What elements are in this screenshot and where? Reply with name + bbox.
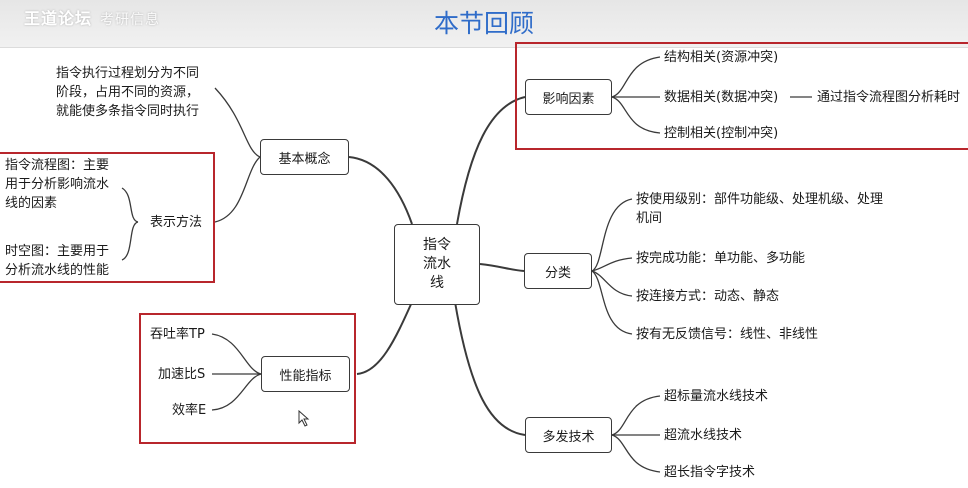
edge-classify-2 [591, 257, 633, 272]
node-representation: 表示方法 [150, 215, 203, 230]
edge-multi-1 [611, 395, 661, 436]
perf-throughput: 吞吐率TP [150, 327, 205, 342]
edge-multi-3 [611, 434, 661, 473]
center-line-3: 线 [430, 275, 444, 291]
multi-superscalar: 超标量流水线技术 [664, 389, 769, 404]
repr-space-time-diagram: 时空图：主要用于 分析流水线的性能 [5, 242, 109, 280]
edge-factors-struct [611, 56, 661, 98]
classify-by-function: 按完成功能：单功能、多功能 [636, 251, 806, 266]
top-bar: 王道论坛考研信息 本节回顾 [0, 0, 968, 48]
edge-center-classify [479, 263, 525, 272]
center-node-pipeline: 指令 流水 线 [394, 224, 480, 305]
center-line-2: 流水 [423, 256, 451, 272]
highlight-representation [0, 152, 215, 283]
edge-classify-3 [591, 270, 633, 297]
edge-center-multi [454, 301, 526, 436]
classify-by-level: 按使用级别：部件功能级、处理机级、处理机间 [636, 192, 884, 226]
watermark-main: 王道论坛 [24, 9, 93, 28]
watermark: 王道论坛考研信息 [24, 5, 160, 29]
flow-line-3: 线的因素 [5, 196, 58, 211]
spacetime-line-2: 分析流水线的性能 [5, 263, 110, 278]
factor-control: 控制相关(控制冲突) [664, 126, 779, 141]
node-basic-concept: 基本概念 [260, 139, 349, 175]
edge-center-perf [356, 301, 413, 375]
node-classification: 分类 [524, 253, 592, 289]
node-multi-issue: 多发技术 [525, 417, 612, 453]
repr-flow-diagram: 指令流程图：主要 用于分析影响流水 线的因素 [5, 156, 109, 213]
page-title: 本节回顾 [433, 9, 534, 38]
edge-perf-e [211, 373, 262, 411]
basic-desc-line-3: 就能使多条指令同时执行 [56, 104, 200, 119]
edge-center-basic [348, 156, 413, 225]
node-performance: 性能指标 [261, 356, 350, 392]
basic-desc-line-1: 指令执行过程划分为不同 [56, 66, 200, 81]
edge-classify-4 [591, 270, 633, 335]
factor-data-note: 通过指令流程图分析耗时 [817, 90, 961, 105]
watermark-sub: 考研信息 [100, 12, 161, 28]
spacetime-line-1: 时空图：主要用于 [5, 244, 110, 259]
highlight-performance [139, 313, 356, 444]
classify-by-feedback: 按有无反馈信号：线性、非线性 [636, 327, 819, 342]
factor-structural: 结构相关(资源冲突) [664, 50, 779, 65]
basic-desc-line-2: 阶段，占用不同的资源， [56, 85, 200, 100]
classify-by-connection: 按连接方式：动态、静态 [636, 289, 780, 304]
flow-line-1: 指令流程图：主要 [5, 158, 110, 173]
perf-efficiency: 效率E [172, 403, 207, 418]
center-line-1: 指令 [423, 237, 451, 253]
edge-center-factors [456, 96, 526, 225]
multi-superpipeline: 超流水线技术 [664, 428, 743, 443]
flow-line-2: 用于分析影响流水 [5, 177, 110, 192]
factor-data: 数据相关(数据冲突) [664, 90, 779, 105]
edge-repr-spacetime [121, 221, 139, 261]
edge-repr-flow [121, 187, 139, 223]
perf-speedup: 加速比S [158, 367, 206, 382]
multi-vliw: 超长指令字技术 [664, 465, 756, 480]
mouse-cursor-icon [298, 410, 310, 427]
edge-classify-1 [591, 198, 633, 272]
edge-factors-control [611, 96, 661, 134]
edge-basic-repr [214, 156, 261, 223]
edge-perf-tp [211, 333, 262, 375]
basic-description: 指令执行过程划分为不同 阶段，占用不同的资源， 就能使多条指令同时执行 [56, 64, 199, 121]
highlight-factors [515, 42, 968, 150]
node-factors: 影响因素 [525, 79, 612, 115]
edge-basic-desc [214, 87, 261, 158]
